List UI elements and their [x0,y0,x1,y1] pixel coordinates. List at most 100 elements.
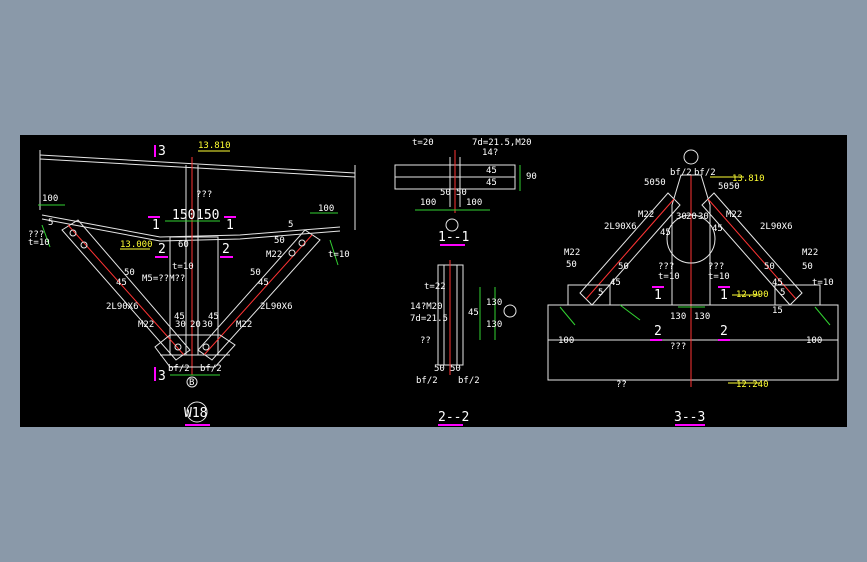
base-frame [547,304,839,381]
d45-l2: 45 [610,278,621,288]
dim-45-b2: 45 [208,312,219,322]
t10-left: t=10 [28,238,50,248]
left-diagonal [579,192,681,306]
d50-r2: 50 [764,262,775,272]
bf-left: bf/2 [168,364,190,374]
d50-2: 50 [450,364,461,374]
d5-r: 5 [780,288,785,298]
dim-line [559,306,576,326]
dim-150-right: 150 [196,208,219,223]
bolt-circle [174,343,182,351]
cut-1-l: 1 [654,288,662,303]
left-diagonal-axis [585,198,675,300]
dim-line [329,239,339,266]
left-diagonal-member [61,219,191,361]
d45-2: 45 [486,178,497,188]
d45-r: 45 [712,224,723,234]
bolt-left: M22 [638,210,654,220]
bolt-circle [288,249,296,257]
section-title: 2--2 [438,410,469,425]
d30-2: 30 [698,212,709,222]
d90: 90 [526,172,537,182]
bf-top2: bf/2 [694,168,716,178]
t10-center: t=10 [172,262,194,272]
bf-top: bf/2 [670,168,692,178]
d20: 20 [686,212,697,222]
bolt-circle [69,229,77,237]
qqq-c: ??? [670,342,686,352]
elev-mid: 12.990 [736,290,769,300]
d130-r: 130 [694,312,710,322]
d50-l: 50 [566,260,577,270]
right-diagonal-member [197,229,321,361]
bf-right: bf/2 [200,364,222,374]
dim-100-left: 100 [42,194,58,204]
t22: t=22 [424,282,446,292]
section-title: 1--1 [438,230,469,245]
d50-1: 50 [440,188,451,198]
dim-line [814,306,831,326]
dim-50-r2: 50 [250,268,261,278]
bolt-l2: M22 [564,248,580,258]
d30: 30 [676,212,687,222]
cut-2-left: 2 [158,242,166,257]
t10-right: t=10 [328,250,350,260]
member-right: 2L90X6 [760,222,793,232]
dim-30-l: 30 [175,320,186,330]
cut-3-top: 3 [158,144,166,159]
d15: 15 [772,306,783,316]
lower-chord-line-2 [41,218,341,242]
note2: 14? [482,148,498,158]
d100-2: 100 [466,198,482,208]
top-circle [683,149,699,165]
d100-l: 100 [558,336,574,346]
d50-1: 50 [434,364,445,374]
member-left: 2L90X6 [106,302,139,312]
section-2-2: t=22 14?M20 7d=21.5 ?? 45 130 130 50 50 … [410,260,517,426]
member-right: 2L90X6 [260,302,293,312]
dim-50-l: 50 [124,268,135,278]
right-base-plate [774,284,821,306]
lower-chord-line [41,214,341,238]
qqq: ?? [420,336,431,346]
d45-1: 45 [486,166,497,176]
m5-label: M5=??M?? [142,274,185,284]
cut-2-right: 2 [222,242,230,257]
left-diagonal-axis [67,224,185,356]
t20: t=20 [412,138,434,148]
w18-detail: 3 3 13.810 13.000 ??? 100 100 150 150 1 … [28,141,356,426]
dim-line [619,304,641,321]
dim-50-r: 50 [274,236,285,246]
dim-30-r: 30 [202,320,213,330]
bolt-circle [202,343,210,351]
qqq-top: ??? [196,190,212,200]
right-diagonal-axis [707,198,797,300]
right-diagonal-axis [203,234,313,356]
cut-3-bottom: 3 [158,369,166,384]
cut-1-left: 1 [152,218,160,233]
d45-l: 45 [660,228,671,238]
note: 7d=21.5,M20 [472,138,532,148]
d100-r: 100 [806,336,822,346]
dim-45-b1: 45 [174,312,185,322]
d5-l: 5 [598,288,603,298]
d100-1: 100 [420,198,436,208]
section-3-3: bf/2 bf/2 13.810 12.990 12.240 5050 5050… [547,149,839,426]
cut-2-l: 2 [654,324,662,339]
drawing-canvas[interactable]: 3 3 13.810 13.000 ??? 100 100 150 150 1 … [20,135,847,427]
section-title: 3--3 [674,410,705,425]
qqq-l: ??? [658,262,674,272]
bolt-right: M22 [236,320,252,330]
d45-r2: 45 [772,278,783,288]
d50-2: 50 [456,188,467,198]
cut-1-right: 1 [226,218,234,233]
dim-5-l: 5 [48,218,53,228]
note1: 14?M20 [410,302,443,312]
d50-r: 50 [802,262,813,272]
d5050-r: 5050 [718,182,740,192]
qqq-left: ??? [28,230,44,240]
bolt-left: M22 [138,320,154,330]
bolt-r2: M22 [802,248,818,258]
cut-1-r: 1 [720,288,728,303]
dim-150-left: 150 [172,208,195,223]
